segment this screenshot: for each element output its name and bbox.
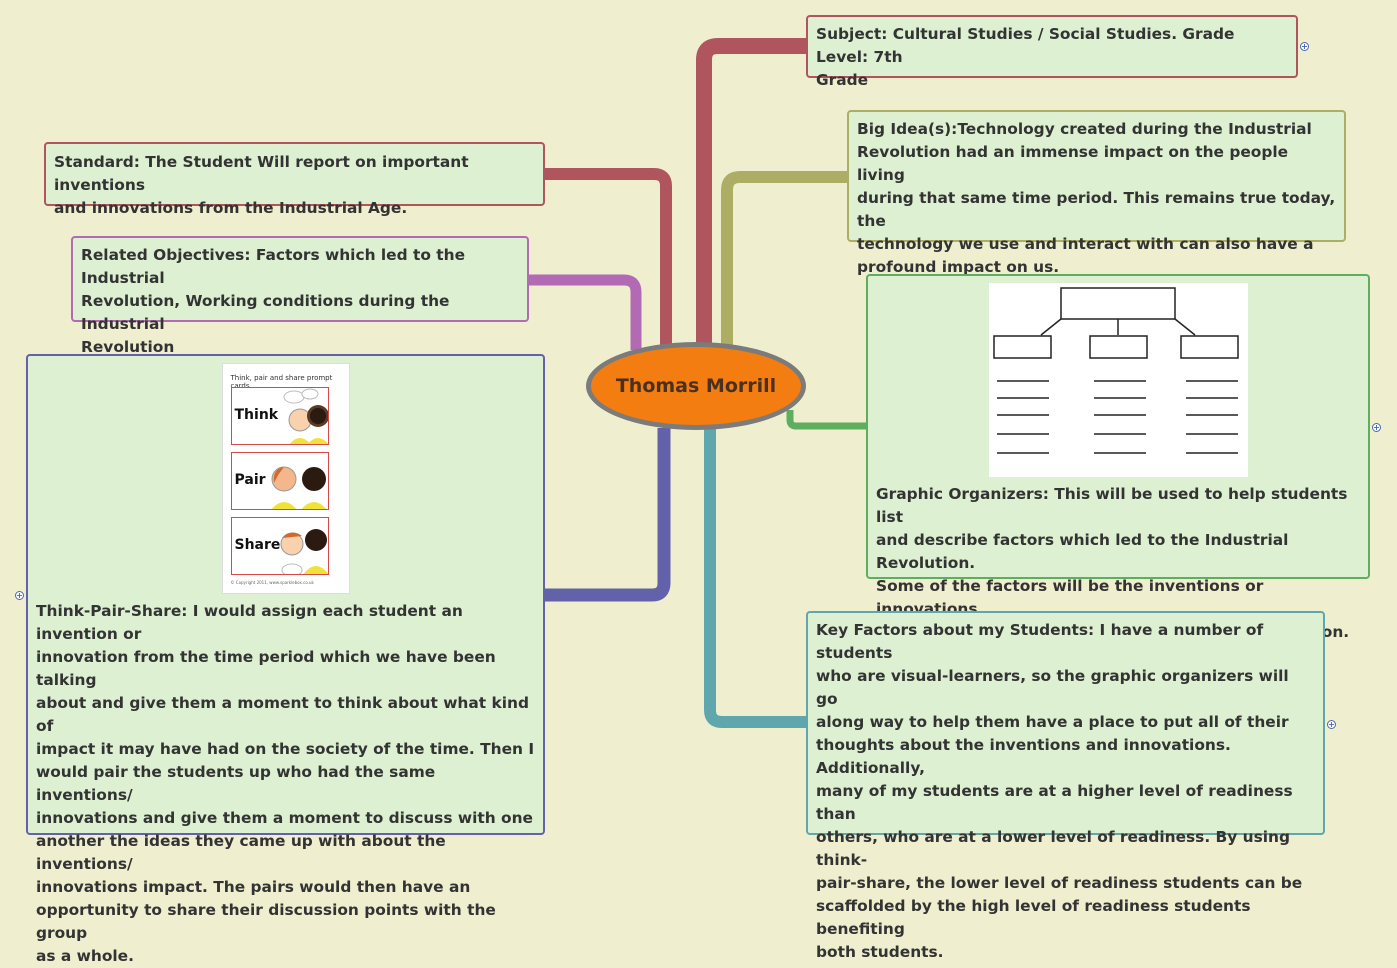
node-subject-text: Subject: Cultural Studies / Social Studi… (816, 25, 1235, 89)
node-think-pair-share[interactable]: Think, pair and share prompt cards Think… (26, 354, 545, 965)
node-standard[interactable]: Standard: The Student Will report on imp… (44, 142, 545, 217)
picture-copyright: © Copyright 2011, www.sparklebox.co.uk (230, 580, 314, 585)
think-card-label: Think (234, 407, 279, 423)
node-subject[interactable]: Subject: Cultural Studies / Social Studi… (806, 15, 1298, 89)
expand-graphic-organizers-plus-circle-icon[interactable]: + (1372, 423, 1381, 432)
pair-figures-icon (271, 466, 326, 509)
expand-key-factors-plus-circle-icon[interactable]: + (1327, 720, 1336, 729)
think-pair-share-picture: Think, pair and share prompt cards Think… (221, 363, 350, 594)
node-big-idea-text: Big Idea(s):Technology created during th… (857, 120, 1336, 276)
branch-objectives (529, 274, 642, 350)
node-related-objectives[interactable]: Related Objectives: Factors which led to… (71, 236, 529, 356)
think-card: Think (230, 387, 329, 445)
node-think-pair-share-text: Think-Pair-Share: I would assign each st… (36, 602, 535, 965)
pair-card: Pair (230, 452, 329, 510)
node-standard-text: Standard: The Student Will report on imp… (54, 153, 469, 217)
graphic-organizer-diagram-icon (993, 287, 1239, 454)
branch-subject (696, 38, 808, 345)
node-graphic-organizers[interactable]: Graphic Organizers: This will be used to… (866, 274, 1370, 641)
node-related-objectives-text: Related Objectives: Factors which led to… (81, 246, 466, 356)
expand-think-pair-share-plus-circle-icon[interactable]: + (15, 591, 24, 600)
branch-graphic-organizers (786, 410, 867, 430)
branch-standard (545, 168, 672, 345)
node-key-factors-text: Key Factors about my Students: I have a … (816, 621, 1303, 961)
share-figures-icon (280, 529, 328, 574)
expand-subject-plus-circle-icon[interactable]: + (1300, 42, 1309, 51)
picture-caption: Think, pair and share prompt cards (230, 374, 333, 390)
share-card-label: Share (234, 537, 281, 553)
central-topic-title: Thomas Morrill (615, 375, 777, 397)
node-key-factors[interactable]: Key Factors about my Students: I have a … (806, 611, 1325, 961)
share-card: Share (230, 517, 329, 575)
branch-think-pair-share (545, 428, 671, 602)
node-big-idea[interactable]: Big Idea(s):Technology created during th… (847, 110, 1346, 276)
branch-connectors (529, 38, 867, 728)
central-topic[interactable]: Thomas Morrill (586, 342, 806, 430)
branch-big-idea (721, 171, 848, 345)
think-figures-icon (283, 388, 328, 444)
pair-card-label: Pair (234, 472, 266, 488)
branch-key-factors (704, 428, 807, 728)
graphic-organizer-picture (989, 283, 1248, 477)
